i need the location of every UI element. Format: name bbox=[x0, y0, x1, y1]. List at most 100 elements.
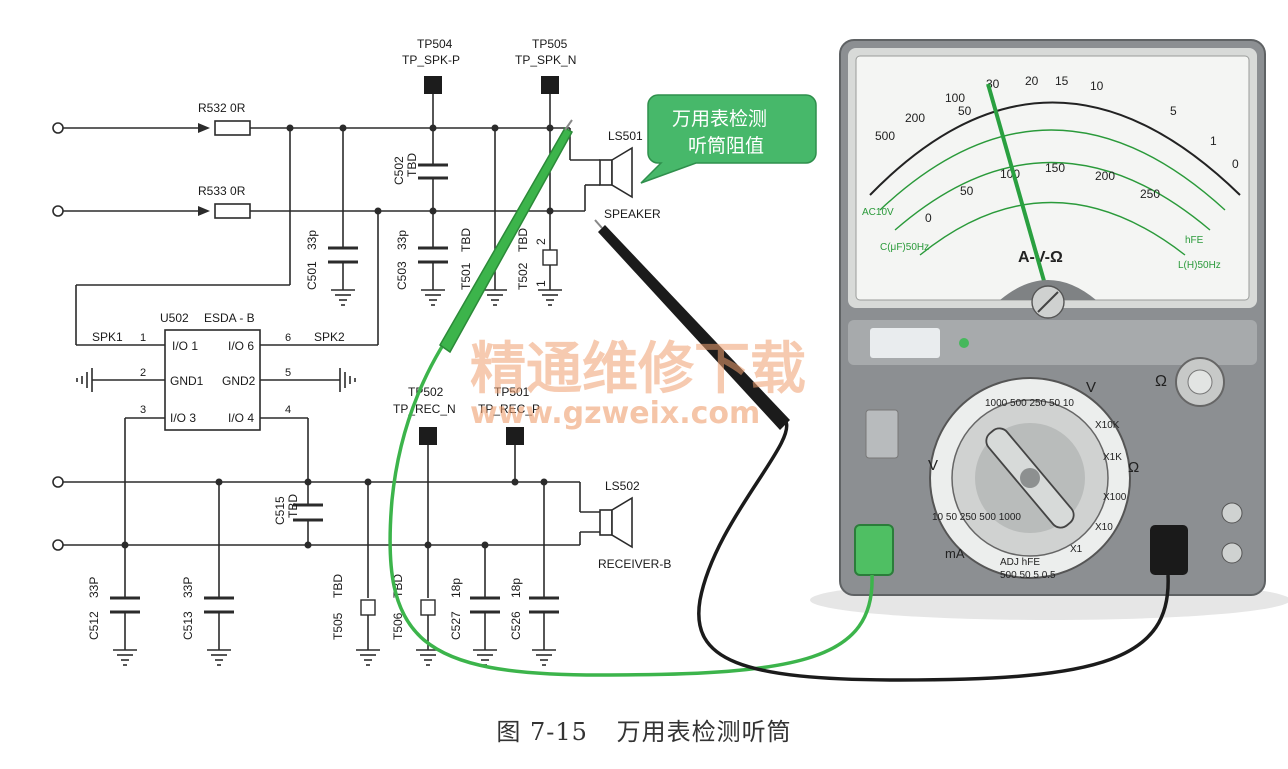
receiver-ls502: LS502 RECEIVER-B bbox=[598, 479, 671, 571]
figure-caption: 图 7-15 万用表检测听筒 bbox=[0, 712, 1288, 747]
svg-text:50: 50 bbox=[960, 184, 974, 198]
t502-value: TBD bbox=[516, 228, 530, 252]
ohm-adjust-label: Ω bbox=[1155, 373, 1167, 390]
io3-label: I/O 3 bbox=[170, 411, 196, 425]
v-dc-label: V bbox=[1086, 379, 1096, 396]
ls502-label: LS502 bbox=[605, 479, 640, 493]
multimeter: 500 200 100 50 30 20 15 10 5 1 0 0 50 10… bbox=[810, 39, 1288, 620]
figure-title: 万用表检测听筒 bbox=[616, 718, 792, 746]
test-point-tp505: TP505 TP_SPK_N bbox=[515, 37, 576, 94]
svg-text:0: 0 bbox=[1232, 157, 1239, 171]
esda-label: ESDA - B bbox=[204, 311, 255, 325]
speaker-label: SPEAKER bbox=[604, 207, 661, 221]
green-test-lead bbox=[388, 119, 874, 677]
ac10v-label: AC10V bbox=[862, 207, 894, 218]
pin1: 1 bbox=[140, 332, 146, 344]
test-point-tp504: TP504 TP_SPK-P bbox=[402, 37, 460, 94]
t505-value: TBD bbox=[331, 574, 345, 598]
pin6: 6 bbox=[285, 332, 291, 344]
tp502-name: TP_REC_N bbox=[393, 402, 456, 416]
io1-label: I/O 1 bbox=[172, 339, 198, 353]
svg-text:500: 500 bbox=[875, 129, 895, 143]
svg-text:15: 15 bbox=[1055, 74, 1069, 88]
input-terminals bbox=[52, 122, 64, 551]
callout-line1: 万用表检测 bbox=[672, 108, 767, 130]
tp502-label: TP502 bbox=[408, 385, 444, 399]
svg-text:50: 50 bbox=[958, 104, 972, 118]
t502-label: T502 bbox=[516, 262, 530, 290]
dial-labels: 1000 500 250 50 10 X10K X1K X100 X10 X1 … bbox=[932, 398, 1127, 581]
r533-label: R533 0R bbox=[198, 184, 246, 198]
watermark-cn: 精通维修下载 bbox=[470, 337, 806, 402]
capacitor-plates bbox=[110, 163, 559, 614]
pin2: 2 bbox=[140, 367, 146, 379]
t501-label: T501 bbox=[459, 262, 473, 290]
t502-pin1: 1 bbox=[534, 280, 548, 287]
pin3: 3 bbox=[140, 404, 146, 416]
c503-label: C503 bbox=[395, 261, 409, 290]
black-test-lead bbox=[594, 219, 1170, 682]
r532-label: R532 0R bbox=[198, 101, 246, 115]
schematic-wires bbox=[62, 92, 600, 650]
svg-text:X10: X10 bbox=[1095, 522, 1113, 533]
svg-text:10: 10 bbox=[1090, 79, 1104, 93]
io4-label: I/O 4 bbox=[228, 411, 254, 425]
svg-text:200: 200 bbox=[905, 111, 925, 125]
svg-text:150: 150 bbox=[1045, 161, 1065, 175]
lh-label: L(H)50Hz bbox=[1178, 260, 1221, 271]
speaker-ls501: LS501 SPEAKER bbox=[599, 129, 661, 221]
c526-label: C526 bbox=[509, 611, 523, 640]
c501-value: 33p bbox=[305, 230, 319, 250]
c501-label: C501 bbox=[305, 261, 319, 290]
c515-value: TBD bbox=[286, 494, 300, 518]
ma-label: mA bbox=[945, 546, 965, 561]
resistor-r533: R533 0R bbox=[198, 184, 251, 219]
spk1-label: SPK1 bbox=[92, 330, 123, 344]
tp501-name: TP_REC_P bbox=[478, 402, 540, 416]
watermark-url: www.gzweix.com bbox=[470, 396, 760, 431]
rotated-labels: C502 TBD C501 33p C503 33p TBD T501 TBD … bbox=[87, 153, 548, 640]
c512-value: 33P bbox=[87, 577, 101, 598]
gnd2-label: GND2 bbox=[222, 374, 256, 388]
watermark: 精通维修下载 www.gzweix.com bbox=[470, 337, 806, 431]
svg-text:1: 1 bbox=[1210, 134, 1217, 148]
tp505-name: TP_SPK_N bbox=[515, 53, 576, 67]
c513-label: C513 bbox=[181, 611, 195, 640]
ohm-range-label: Ω bbox=[1128, 459, 1139, 476]
t501-value: TBD bbox=[459, 228, 473, 252]
t502-pin2: 2 bbox=[534, 238, 548, 245]
v-ac-label: V bbox=[928, 457, 938, 474]
svg-text:ADJ hFE: ADJ hFE bbox=[1000, 557, 1040, 568]
svg-text:20: 20 bbox=[1025, 74, 1039, 88]
ground-symbols bbox=[76, 289, 562, 666]
pin5: 5 bbox=[285, 367, 291, 379]
svg-text:0: 0 bbox=[925, 211, 932, 225]
mid-scale-ticks: 0 50 100 150 200 250 bbox=[925, 161, 1160, 225]
junction-dots bbox=[121, 124, 554, 549]
gnd1-label: GND1 bbox=[170, 374, 204, 388]
tp504-name: TP_SPK-P bbox=[402, 53, 460, 67]
c527-value: 18p bbox=[449, 578, 463, 598]
test-point-tp501: TP501 TP_REC_P bbox=[478, 385, 540, 445]
c527-label: C527 bbox=[449, 611, 463, 640]
u502-label: U502 bbox=[160, 311, 189, 325]
tp504-label: TP504 bbox=[417, 37, 453, 51]
svg-text:5: 5 bbox=[1170, 104, 1177, 118]
spk2-label: SPK2 bbox=[314, 330, 345, 344]
c513-value: 33P bbox=[181, 577, 195, 598]
tp505-label: TP505 bbox=[532, 37, 568, 51]
svg-text:1000 500 250 50 10: 1000 500 250 50 10 bbox=[985, 398, 1074, 409]
c512-label: C512 bbox=[87, 611, 101, 640]
c515-label: C515 bbox=[273, 496, 287, 525]
hfe-label: hFE bbox=[1185, 235, 1204, 246]
svg-text:200: 200 bbox=[1095, 169, 1115, 183]
callout-line2: 听筒阻值 bbox=[688, 135, 764, 157]
chip-u502: U502 ESDA - B I/O 1 I/O 6 GND1 GND2 I/O … bbox=[92, 311, 345, 431]
svg-text:X1K: X1K bbox=[1103, 452, 1122, 463]
svg-text:10 50 250 500 1000: 10 50 250 500 1000 bbox=[932, 512, 1021, 523]
receiver-label: RECEIVER-B bbox=[598, 557, 671, 571]
c526-value: 18p bbox=[509, 578, 523, 598]
svg-text:500 50 5 0.5: 500 50 5 0.5 bbox=[1000, 570, 1056, 581]
c503-value: 33p bbox=[395, 230, 409, 250]
